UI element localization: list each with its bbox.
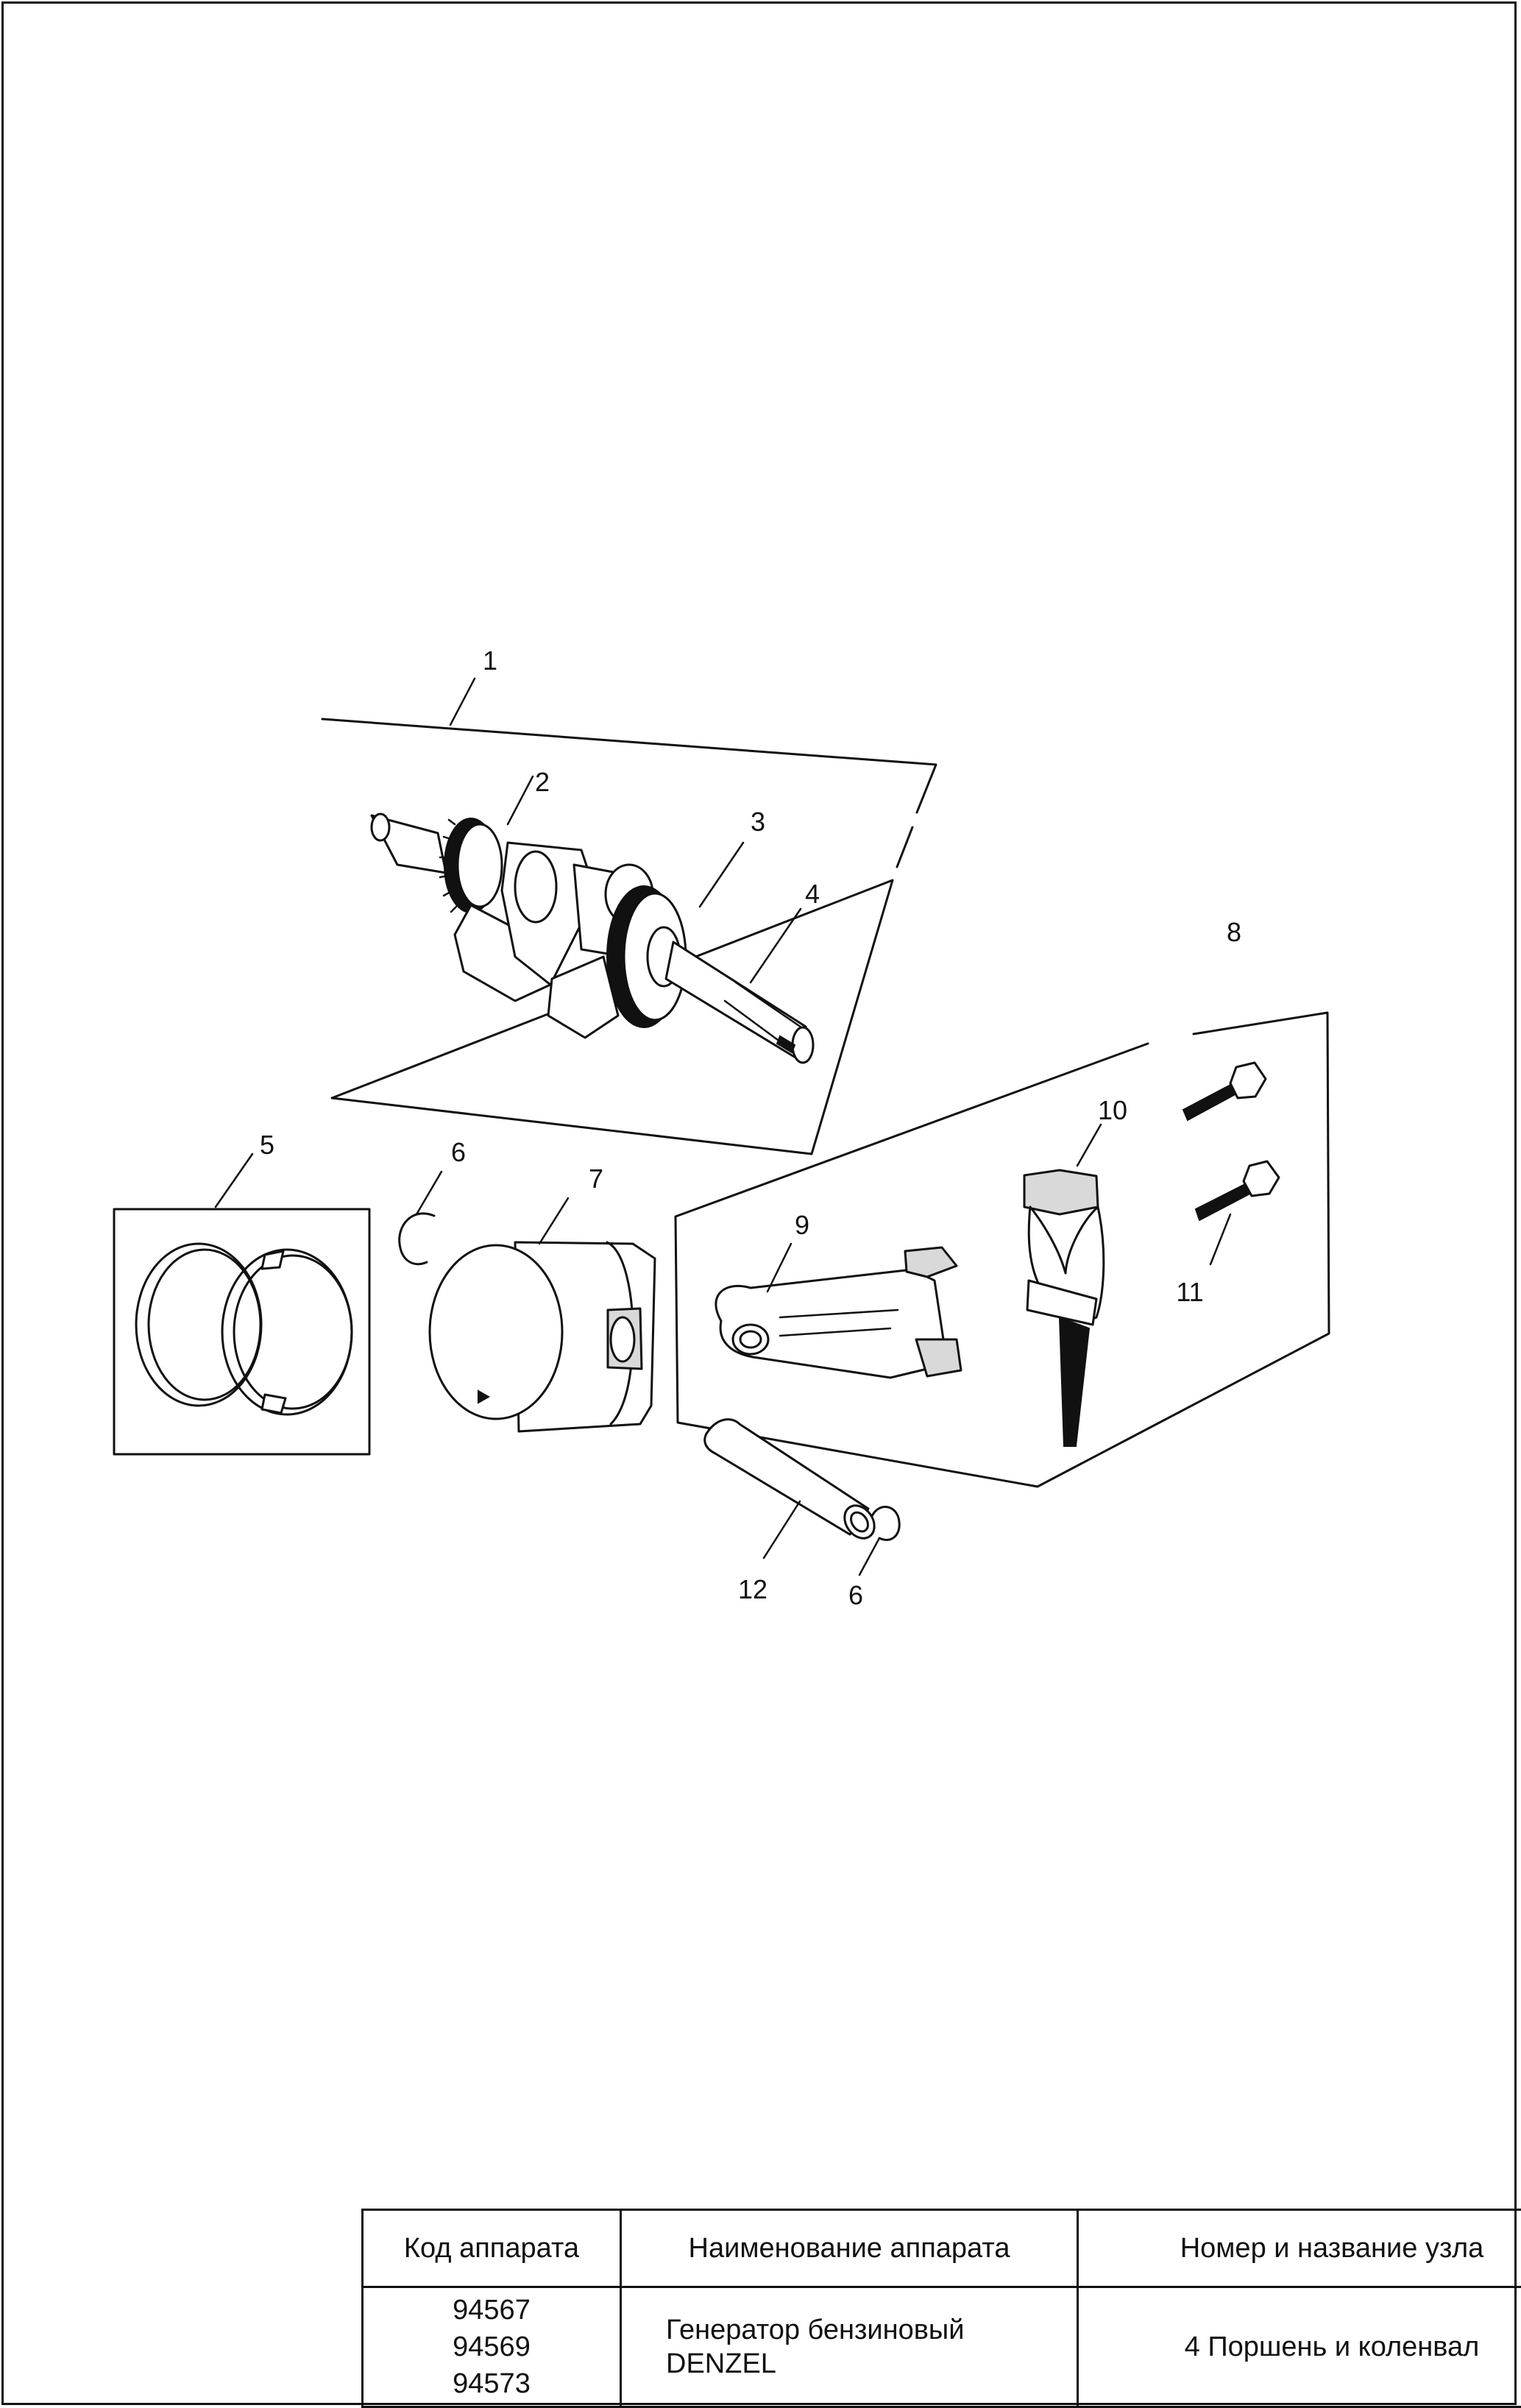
title-block: Код аппарата Наименование аппарата Номер… bbox=[361, 2209, 1521, 2408]
piston-rings-panel-outline bbox=[113, 1208, 371, 1456]
device-codes-cell: 94567 94569 94573 bbox=[361, 2286, 622, 2408]
device-code: 94569 bbox=[453, 2331, 531, 2362]
callout-8: 8 bbox=[1227, 917, 1241, 947]
device-name-cell: Генератор бензиновый DENZEL bbox=[620, 2286, 1079, 2408]
header-unit-name: Номер и название узла bbox=[1077, 2209, 1521, 2288]
rod-bolt-lower bbox=[1194, 1160, 1280, 1222]
device-name-line: Генератор бензиновый bbox=[666, 2315, 965, 2345]
rod-cap bbox=[1023, 1169, 1105, 1447]
piston bbox=[428, 1241, 656, 1433]
header-device-code: Код аппарата bbox=[361, 2209, 622, 2288]
header-device-name: Наименование аппарата bbox=[620, 2209, 1079, 2288]
callout-4: 4 bbox=[805, 879, 820, 909]
device-code: 94573 bbox=[453, 2368, 531, 2399]
callout-1: 1 bbox=[483, 645, 497, 676]
callout-9: 9 bbox=[795, 1210, 809, 1240]
callout-6b: 6 bbox=[848, 1580, 863, 1610]
callout-11: 11 bbox=[1176, 1277, 1203, 1307]
circlip-upper bbox=[398, 1212, 436, 1266]
device-name-line: DENZEL bbox=[666, 2348, 776, 2379]
callout-7: 7 bbox=[589, 1164, 603, 1194]
connecting-rod-group bbox=[674, 1011, 1330, 1488]
circlip-lower bbox=[871, 1506, 901, 1541]
callout-6a: 6 bbox=[451, 1137, 466, 1167]
crankshaft bbox=[370, 812, 815, 1064]
callout-10: 10 bbox=[1098, 1095, 1127, 1125]
rod-bolt-upper bbox=[1182, 1061, 1267, 1122]
unit-name-cell: 4 Поршень и коленвал bbox=[1077, 2286, 1521, 2408]
piston-rings-group bbox=[113, 1152, 371, 1456]
piston-rings bbox=[135, 1242, 353, 1416]
connecting-rod bbox=[715, 1246, 962, 1379]
connecting-rod-panel-outline bbox=[674, 1011, 1330, 1488]
callout-3: 3 bbox=[751, 807, 765, 837]
callout-12: 12 bbox=[738, 1574, 767, 1604]
callout-5: 5 bbox=[260, 1130, 274, 1160]
device-code: 94567 bbox=[453, 2295, 531, 2326]
crankshaft-group bbox=[321, 677, 937, 1155]
piston-pin bbox=[703, 1418, 876, 1540]
callout-2: 2 bbox=[535, 767, 550, 797]
